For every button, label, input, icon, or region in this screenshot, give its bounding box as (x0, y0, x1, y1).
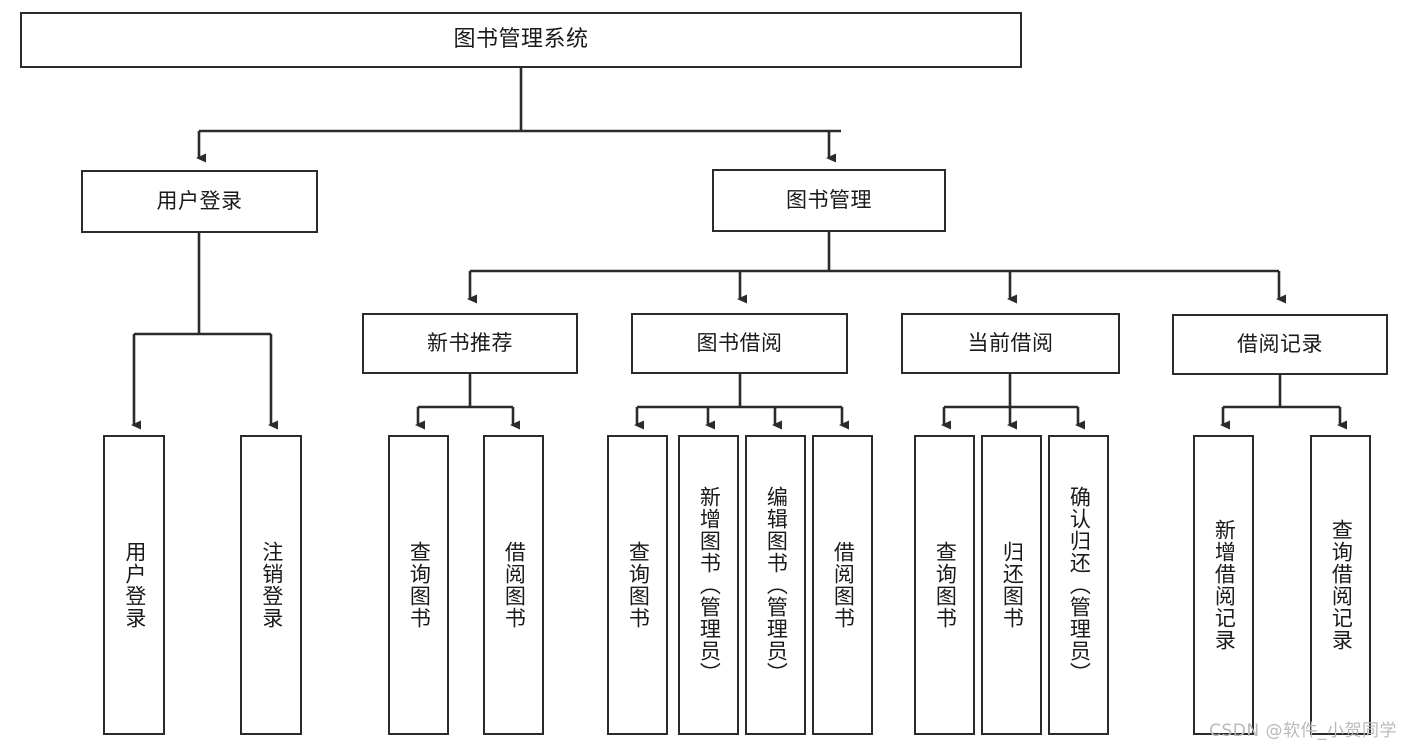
node-current-borrowing[interactable]: 当前借阅 (901, 313, 1120, 374)
node-leaf-edit-book-admin[interactable]: 编辑图书（管理员） (745, 435, 806, 735)
node-leaf-add-book-admin[interactable]: 新增图书（管理员） (678, 435, 739, 735)
node-label: 新增图书（管理员） (697, 486, 722, 684)
node-label: 借阅图书 (831, 541, 856, 629)
node-book-management[interactable]: 图书管理 (712, 169, 946, 232)
node-leaf-borrow-book[interactable]: 借阅图书 (812, 435, 873, 735)
node-leaf-query-book-new[interactable]: 查询图书 (388, 435, 449, 735)
node-label: 查询图书 (626, 541, 651, 629)
node-leaf-query-book-borrow[interactable]: 查询图书 (607, 435, 668, 735)
watermark: CSDN @软件_小贺同学 (1209, 721, 1397, 741)
node-label: 图书管理系统 (453, 26, 589, 52)
node-label: 新增借阅记录 (1212, 519, 1237, 651)
node-label: 编辑图书（管理员） (764, 486, 789, 684)
node-label: 查询借阅记录 (1329, 519, 1354, 651)
node-label: 借阅图书 (502, 541, 527, 629)
node-leaf-add-borrow-record[interactable]: 新增借阅记录 (1193, 435, 1254, 735)
node-label: 借阅记录 (1237, 331, 1323, 356)
node-label: 确认归还（管理员） (1067, 486, 1092, 684)
node-label: 新书推荐 (427, 330, 513, 355)
node-new-book-recommendation[interactable]: 新书推荐 (362, 313, 578, 374)
node-label: 归还图书 (1000, 541, 1025, 629)
node-label: 用户登录 (122, 541, 147, 629)
node-leaf-query-borrow-record[interactable]: 查询借阅记录 (1310, 435, 1371, 735)
node-leaf-return-book[interactable]: 归还图书 (981, 435, 1042, 735)
node-leaf-borrow-book-new[interactable]: 借阅图书 (483, 435, 544, 735)
node-leaf-logout[interactable]: 注销登录 (240, 435, 302, 735)
node-user-login[interactable]: 用户登录 (81, 170, 318, 233)
node-leaf-query-book-current[interactable]: 查询图书 (914, 435, 975, 735)
node-label: 用户登录 (156, 188, 243, 213)
node-leaf-user-login[interactable]: 用户登录 (103, 435, 165, 735)
node-book-borrowing[interactable]: 图书借阅 (631, 313, 848, 374)
node-label: 注销登录 (259, 541, 284, 629)
node-borrowing-record[interactable]: 借阅记录 (1172, 314, 1388, 375)
node-label: 图书管理 (786, 187, 872, 212)
node-label: 图书借阅 (696, 330, 783, 355)
node-leaf-confirm-return-admin[interactable]: 确认归还（管理员） (1048, 435, 1109, 735)
node-root-book-management-system[interactable]: 图书管理系统 (20, 12, 1022, 68)
node-label: 当前借阅 (967, 330, 1054, 355)
node-label: 查询图书 (933, 541, 958, 629)
node-label: 查询图书 (407, 541, 432, 629)
